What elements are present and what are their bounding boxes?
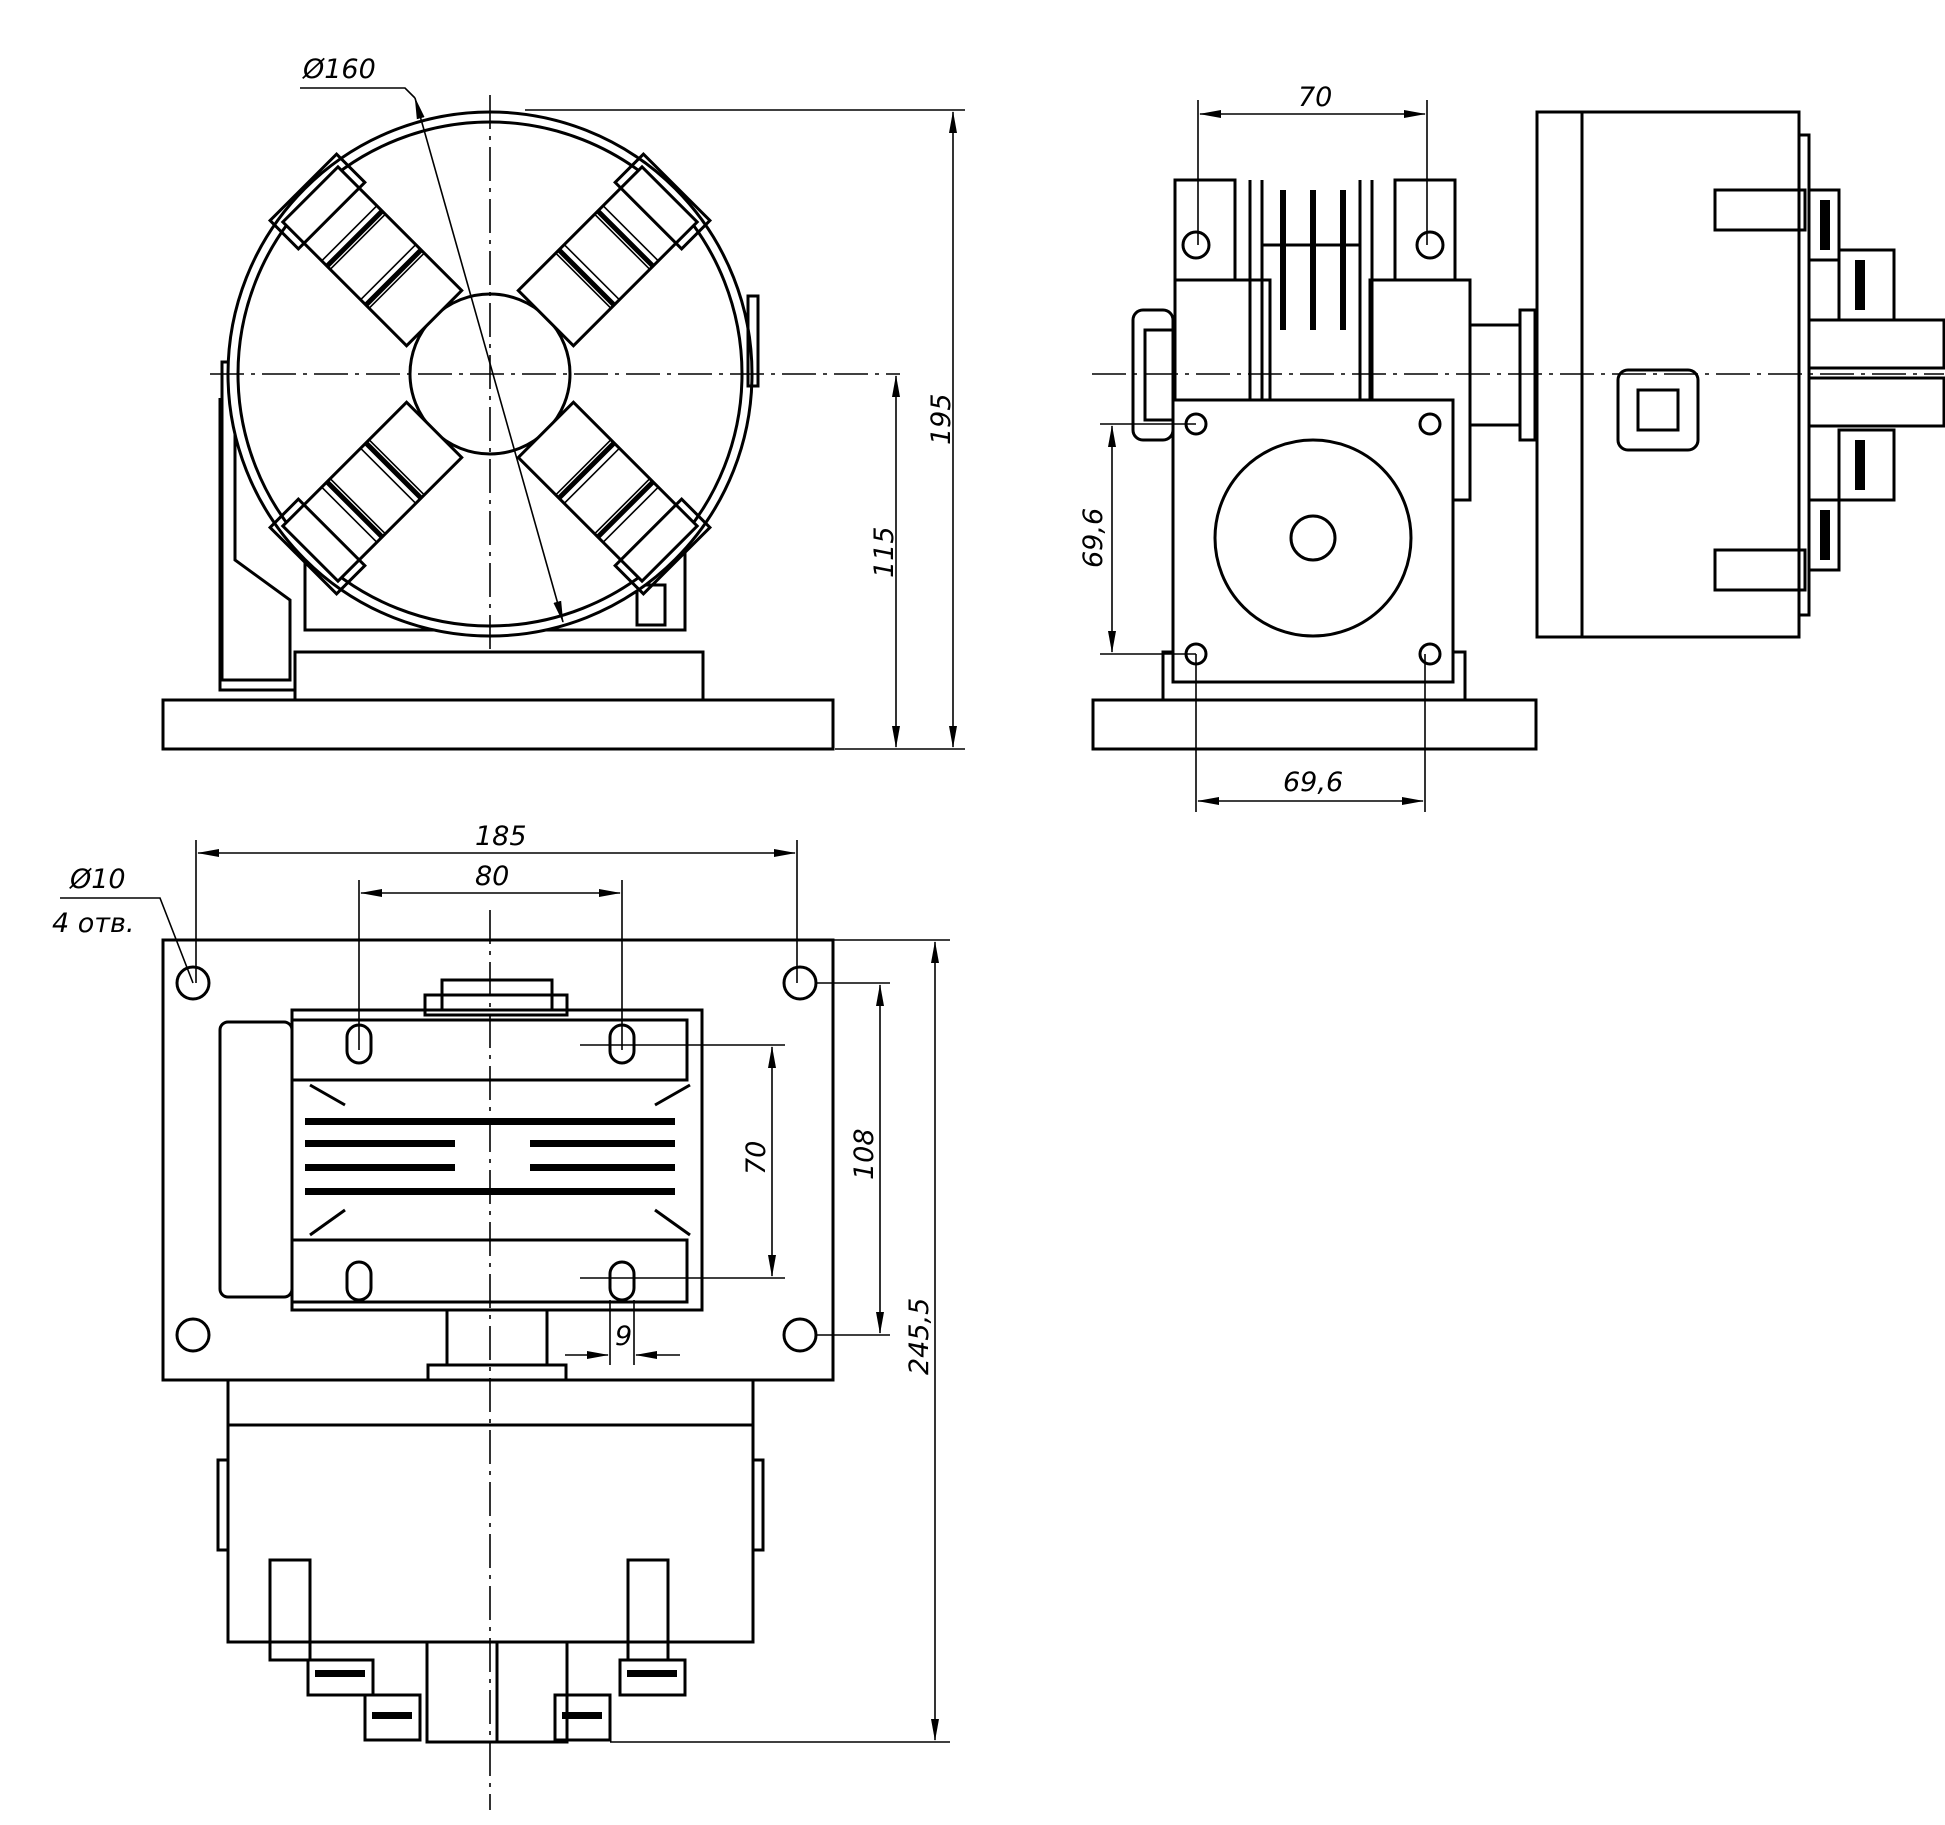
- dim-diameter-160: Ø160: [302, 54, 376, 85]
- dim-height-115: 115: [869, 526, 900, 578]
- dim-height-195: 195: [926, 393, 957, 445]
- dim-height-108: 108: [849, 1128, 880, 1180]
- dim-length-245-5: 245,5: [904, 1298, 935, 1375]
- dim-width-185: 185: [475, 821, 527, 852]
- dim-height-69-6: 69,6: [1078, 508, 1109, 568]
- side-view: 70 69,6 69,6: [1078, 82, 1945, 812]
- dim-slot-9: 9: [615, 1321, 632, 1352]
- dim-height-70: 70: [741, 1141, 772, 1175]
- dim-hole-count: 4 отв.: [52, 908, 135, 939]
- dim-width-69-6: 69,6: [1283, 767, 1343, 798]
- dim-hole-diameter: Ø10: [69, 864, 126, 895]
- dim-width-70: 70: [1298, 82, 1332, 113]
- front-view: Ø160 195 115: [161, 54, 965, 751]
- top-view: Ø10 4 отв. 185 80 70 108 245,5 9: [52, 821, 950, 1810]
- dim-width-80: 80: [475, 861, 509, 892]
